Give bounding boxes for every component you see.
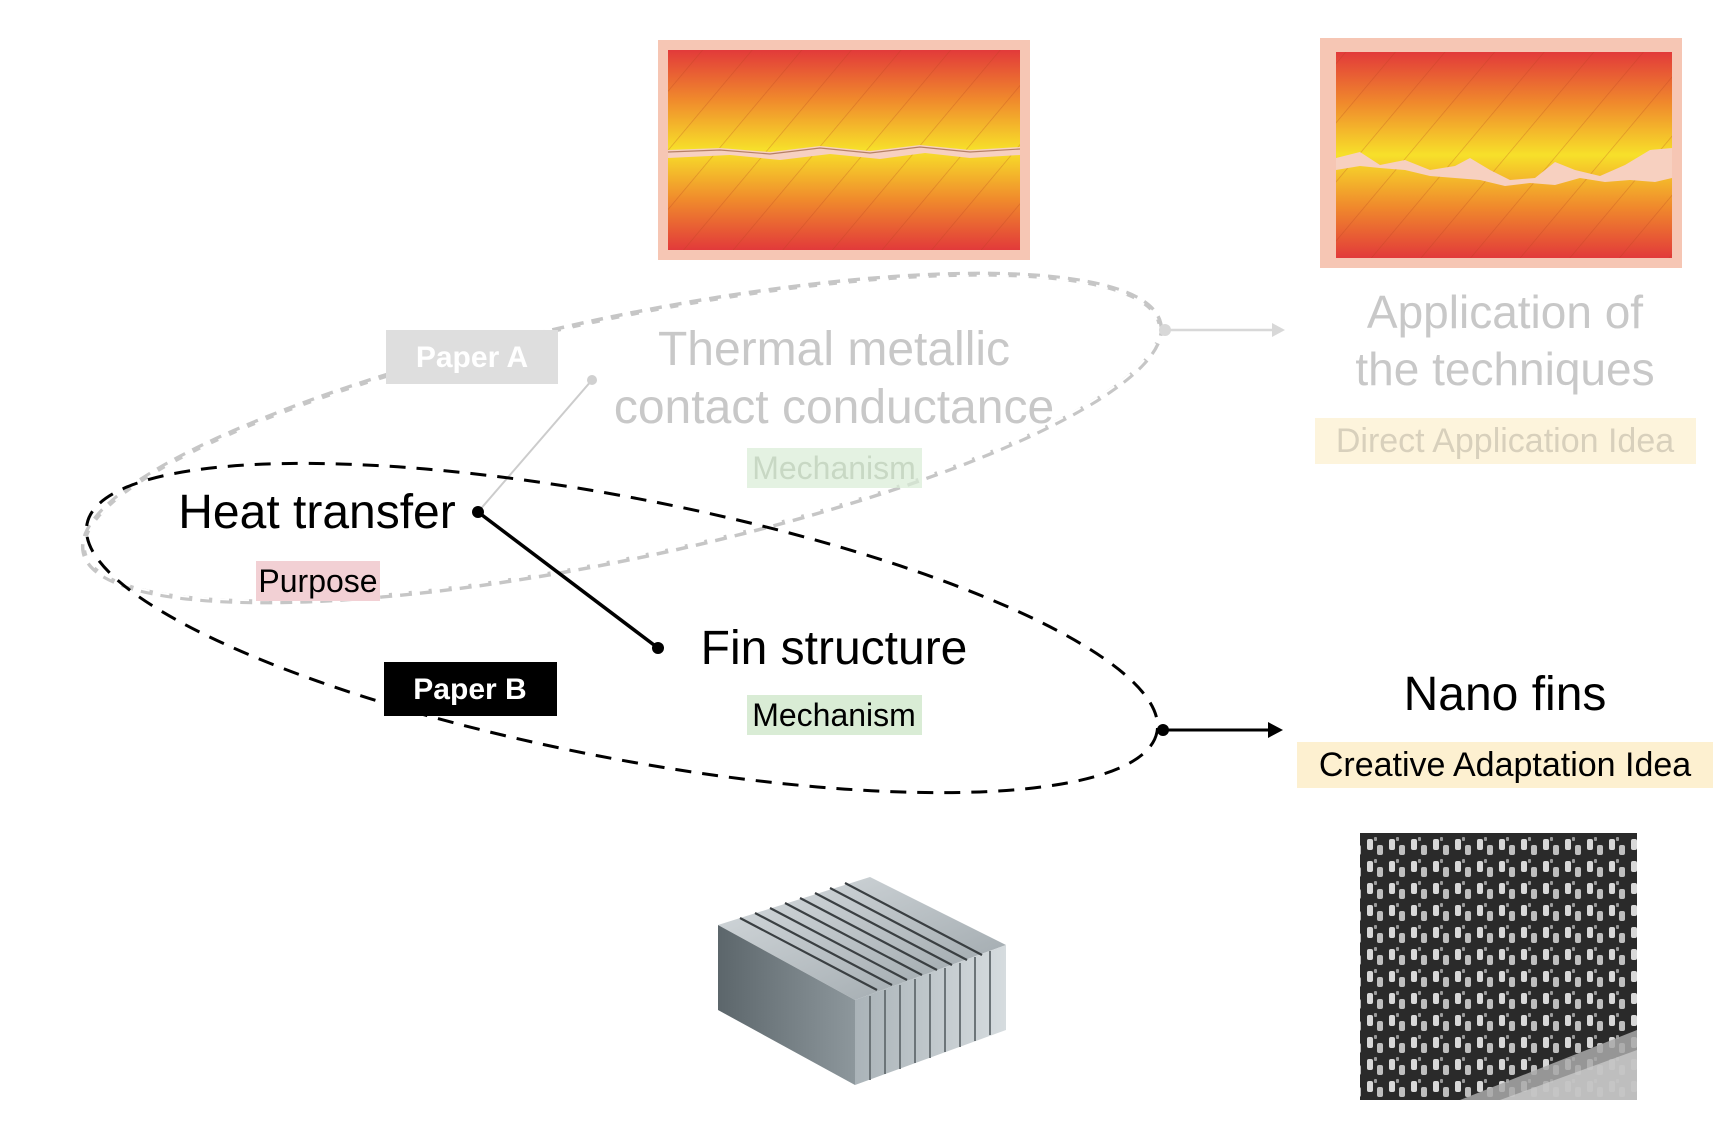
paper-b-mechanism-tag: Mechanism xyxy=(752,697,916,733)
paper-a-application-tag-bg xyxy=(1315,418,1696,464)
paper-b-mechanism-term: Fin structure xyxy=(701,622,968,675)
paper-b-purpose-tag-bg xyxy=(256,561,380,601)
paper-a-badge-label: Paper A xyxy=(416,341,528,374)
thermal-contact-interface-image xyxy=(658,40,1030,260)
paper-b-purpose-tag: Purpose xyxy=(258,563,377,599)
paper-a-connector xyxy=(477,379,593,513)
paper-a-group: Paper A Thermal metallic contact conduct… xyxy=(80,271,1696,605)
paper-a-application-line1: Application of xyxy=(1367,286,1643,338)
rough-thermal-contact-image xyxy=(1320,38,1682,268)
paper-a-dashed-ellipse xyxy=(80,271,1164,605)
paper-a-connector-dot xyxy=(587,375,597,385)
nano-fin-array-image xyxy=(1360,833,1637,1100)
paper-b-connector-dot xyxy=(652,642,664,654)
paper-b-connector xyxy=(476,510,660,650)
paper-b-purpose-term: Heat transfer xyxy=(178,486,455,539)
paper-b-group: Paper B Heat transfer Purpose Fin struct… xyxy=(84,461,1713,795)
paper-a-mechanism-term-line2: contact conductance xyxy=(614,381,1054,434)
paper-b-application-tag: Creative Adaptation Idea xyxy=(1319,746,1691,784)
paper-a-mechanism-tag: Mechanism xyxy=(752,450,916,486)
paper-a-dashed-ellipse-inner xyxy=(84,274,1160,602)
paper-a-application-tag: Direct Application Idea xyxy=(1336,422,1674,460)
paper-a-application-line2: the techniques xyxy=(1355,343,1654,395)
paper-b-badge-label: Paper B xyxy=(413,673,526,706)
paper-b-arrow-head xyxy=(1268,722,1283,738)
paper-a-badge xyxy=(386,330,558,384)
paper-b-dashed-ellipse xyxy=(84,461,1160,795)
paper-b-application-term: Nano fins xyxy=(1404,668,1607,721)
paper-a-arrow-head xyxy=(1272,323,1285,337)
paper-a-mechanism-term-line1: Thermal metallic xyxy=(658,323,1010,376)
paper-b-mechanism-tag-bg xyxy=(747,695,922,735)
paper-a-mechanism-tag-bg xyxy=(747,448,922,488)
paper-b-badge xyxy=(384,662,557,716)
fin-heat-sink-image xyxy=(718,877,1006,1085)
paper-b-application-tag-bg xyxy=(1297,742,1713,788)
